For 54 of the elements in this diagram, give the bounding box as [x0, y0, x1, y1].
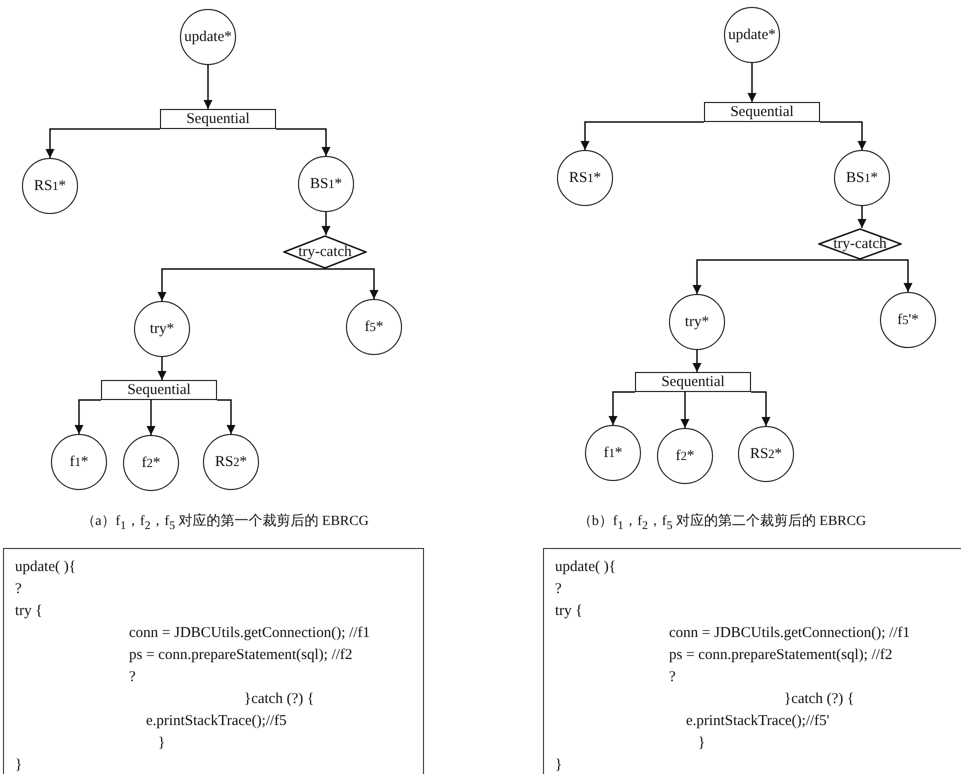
circle-node: try*: [669, 294, 725, 350]
code-line: }: [158, 734, 166, 752]
code-line: update( ){: [15, 558, 76, 576]
code-line: ?: [129, 668, 136, 686]
arrow: [325, 268, 378, 299]
caption: （b）f$_{1}$，f$_{2}$，f$_{5}$ 对应的第二个裁剪后的 EBRCG: [578, 512, 866, 532]
arrow: [74, 399, 101, 434]
decision-diamond: try-catch: [283, 235, 367, 269]
sequential-box: Sequential: [101, 380, 217, 400]
caption: （a）f$_{1}$，f$_{2}$，f$_{5}$ 对应的第一个裁剪后的 EBRCG: [81, 512, 369, 532]
code-line: ?: [555, 580, 562, 598]
decision-diamond: try-catch: [818, 228, 902, 260]
arrow: [158, 357, 166, 380]
code-line: }catch (?) {: [244, 690, 314, 708]
code-line: }: [15, 756, 22, 774]
sequential-box: Sequential: [160, 109, 276, 129]
arrow: [860, 259, 912, 292]
code-line: conn = JDBCUtils.getConnection(); //f1: [129, 624, 370, 642]
arrow: [692, 350, 702, 372]
arrow: [820, 121, 866, 150]
arrow: [276, 128, 330, 156]
arrow: [608, 391, 635, 425]
code-line: ps = conn.prepareStatement(sql); //f2: [129, 646, 352, 664]
arrow: [322, 212, 330, 235]
circle-node: update*: [180, 9, 236, 65]
arrow: [580, 121, 704, 150]
code-line: ps = conn.prepareStatement(sql); //f2: [669, 646, 892, 664]
code-line: e.printStackTrace();//f5': [686, 712, 830, 730]
code-line: ?: [15, 580, 22, 598]
arrow: [858, 206, 866, 228]
circle-node: update*: [724, 7, 780, 63]
arrow: [680, 392, 690, 428]
arrow: [751, 391, 770, 426]
code-line: }: [698, 734, 706, 752]
arrow: [692, 259, 860, 294]
code-line: try {: [15, 602, 43, 620]
arrow: [46, 128, 160, 158]
sequential-box: Sequential: [704, 102, 820, 122]
arrow: [204, 65, 212, 109]
code-line: ?: [669, 668, 676, 686]
sequential-box: Sequential: [635, 372, 751, 392]
code-box: [543, 548, 961, 774]
code-line: }catch (?) {: [784, 690, 854, 708]
code-line: update( ){: [555, 558, 616, 576]
code-line: try {: [555, 602, 583, 620]
arrow: [146, 400, 156, 435]
arrow: [748, 63, 756, 102]
code-line: e.printStackTrace();//f5: [146, 712, 287, 730]
code-line: conn = JDBCUtils.getConnection(); //f1: [669, 624, 910, 642]
code-box: [3, 548, 424, 774]
arrow: [217, 399, 236, 434]
code-line: }: [555, 756, 562, 774]
arrow: [158, 268, 325, 301]
circle-node: try*: [134, 301, 190, 357]
